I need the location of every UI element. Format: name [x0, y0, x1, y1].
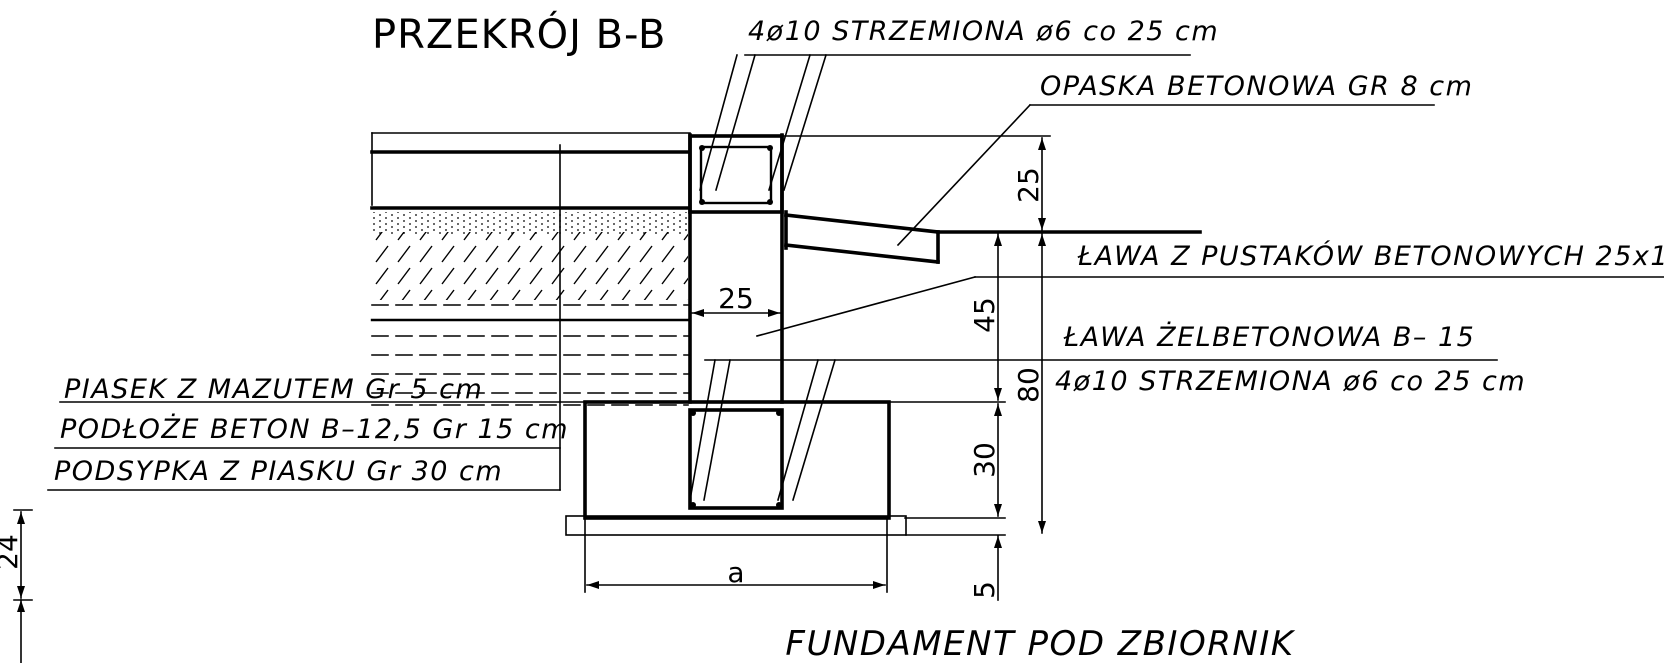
dimension-values: 25 25 45 80 30 5 24 a [0, 167, 1045, 599]
dim-30: 30 [968, 442, 1001, 478]
label-block-footing: ŁAWA Z PUSTAKÓW BETONOWYCH 25x14x25 [1077, 240, 1664, 272]
lean-concrete-base [565, 515, 907, 536]
dim-a: a [727, 556, 744, 589]
label-concrete-base: PODŁOŻE BETON B–12,5 Gr 15 cm [60, 413, 569, 445]
annotation-labels: 4ø10 STRZEMIONA ø6 co 25 cm OPASKA BETON… [54, 16, 1664, 487]
dashed-fill-lines [371, 304, 689, 406]
label-top-rebar: 4ø10 STRZEMIONA ø6 co 25 cm [748, 16, 1219, 47]
sand-dotted-layer [372, 212, 688, 234]
dim-24: 24 [0, 534, 24, 570]
drawing-caption: FUNDAMENT POD ZBIORNIK [785, 624, 1295, 663]
dim-25-width: 25 [718, 282, 754, 315]
section-title: PRZEKRÓJ B-B [372, 10, 667, 58]
hatched-layer [372, 232, 688, 300]
dim-80: 80 [1012, 367, 1045, 403]
label-sand-fuel: PIASEK Z MAZUTEM Gr 5 cm [64, 374, 483, 405]
dim-5: 5 [968, 581, 1001, 599]
label-sand-fill: PODSYPKA Z PIASKU Gr 30 cm [54, 456, 503, 487]
ground-layers [370, 132, 691, 491]
rc-footing [565, 400, 1006, 536]
bottom-stirrup [688, 408, 784, 510]
label-rc-footing: ŁAWA ŻELBETONOWA B– 15 [1063, 321, 1475, 353]
leader-lines [47, 53, 1664, 501]
block-wall [688, 133, 784, 404]
dim-45: 45 [968, 297, 1001, 333]
dimension-lines [13, 135, 1051, 663]
label-concrete-band: OPASKA BETONOWA GR 8 cm [1040, 71, 1473, 102]
top-stirrup [699, 145, 773, 205]
dim-25-vertical: 25 [1012, 167, 1045, 203]
label-bottom-rebar: 4ø10 STRZEMIONA ø6 co 25 cm [1055, 366, 1526, 397]
